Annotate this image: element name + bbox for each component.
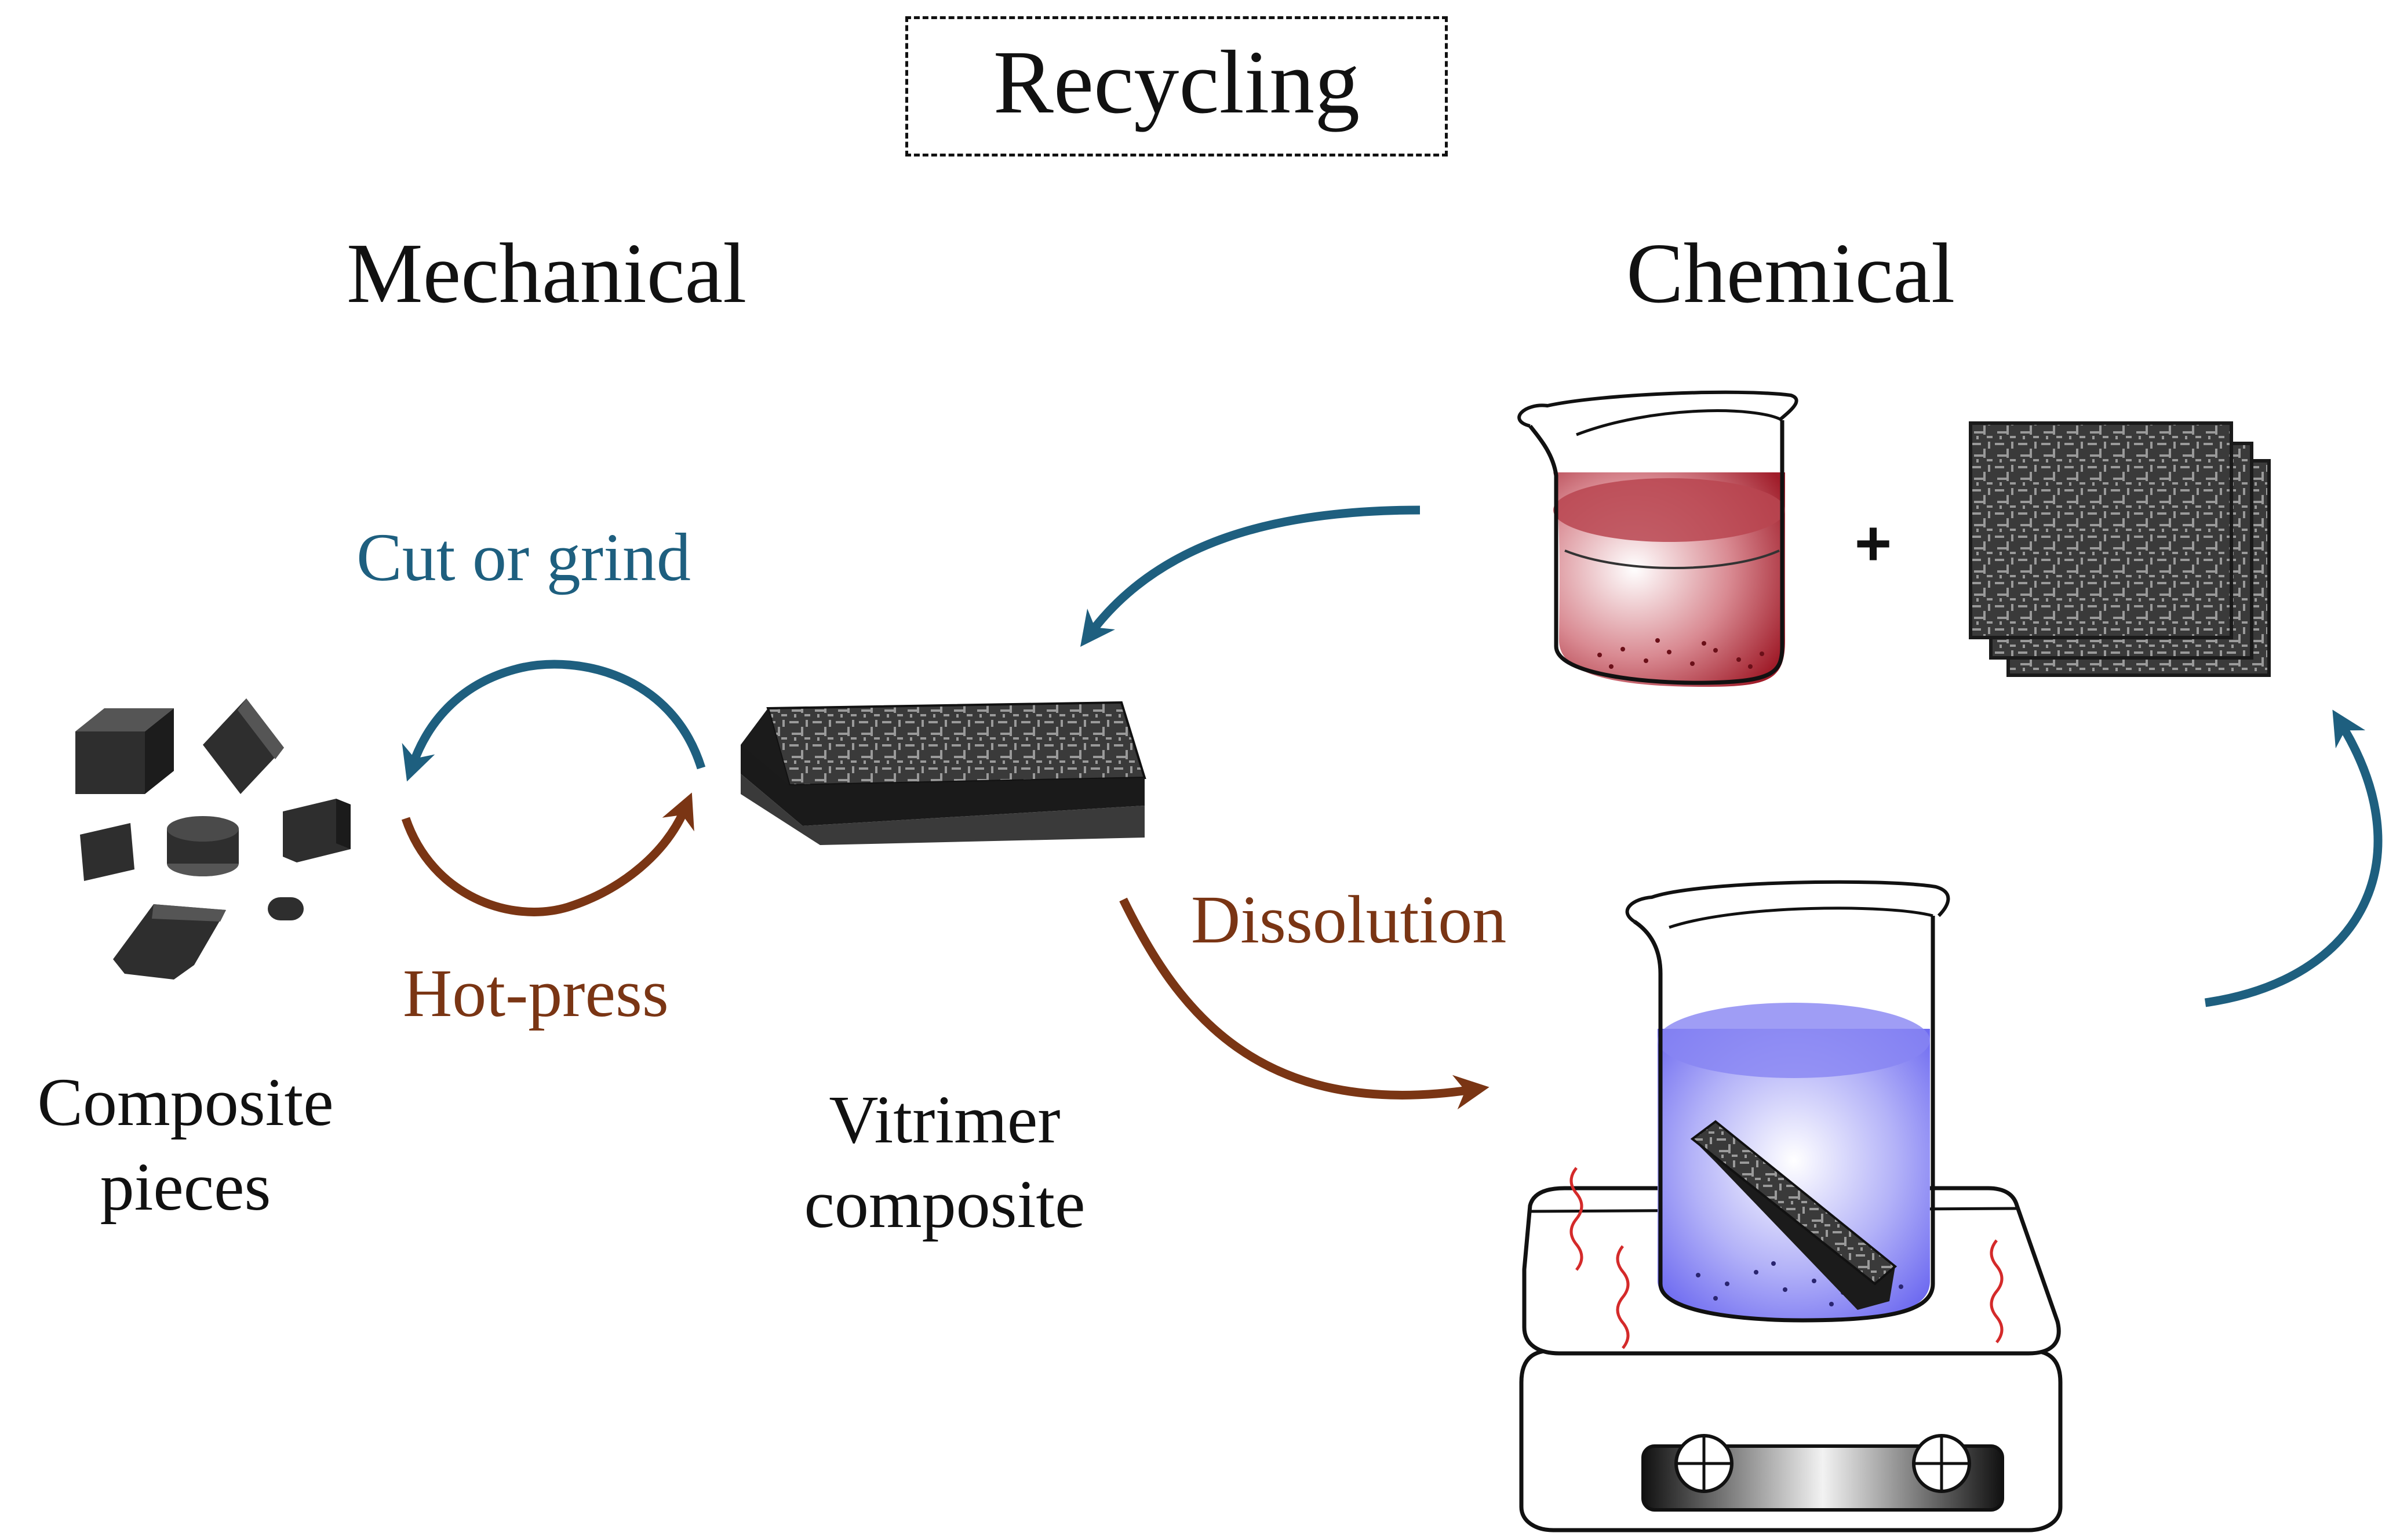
heat-wave-icon <box>1569 1167 2004 1349</box>
step-hot-press: Hot-press <box>403 955 669 1031</box>
hot-press-arrow <box>401 792 694 916</box>
recovery-arrow <box>2204 709 2383 1007</box>
return-arrow-to-vitrimer <box>1080 505 1421 647</box>
section-chemical: Chemical <box>1626 226 1955 321</box>
caption-vitrimer-line2: composite <box>804 1166 1086 1242</box>
caption-vitrimer-line1: Vitrimer <box>829 1082 1061 1157</box>
composite-pieces-icon <box>75 698 351 980</box>
step-dissolution: Dissolution <box>1191 882 1507 958</box>
carbon-fiber-sheets-icon <box>1969 421 2271 677</box>
vitrimer-composite-icon <box>741 701 1146 845</box>
section-mechanical: Mechanical <box>347 226 747 321</box>
caption-composite-pieces-line2: pieces <box>100 1148 271 1225</box>
dissolution-arrow <box>1119 897 1489 1110</box>
beaker-blue-solution-icon <box>1625 880 1950 1323</box>
caption-composite-pieces-line1: Composite <box>37 1064 334 1140</box>
cut-or-grind-arrow <box>402 660 706 782</box>
step-cut-or-grind: Cut or grind <box>356 519 691 595</box>
title-box <box>905 16 1448 156</box>
caption-composite-pieces: Composite pieces <box>17 1066 354 1223</box>
beaker-red-solution-icon <box>1517 390 1798 687</box>
plus-sign: + <box>1855 508 1892 579</box>
caption-vitrimer-composite: Vitrimer composite <box>771 1084 1119 1240</box>
diagram-title: Recycling <box>993 32 1360 132</box>
